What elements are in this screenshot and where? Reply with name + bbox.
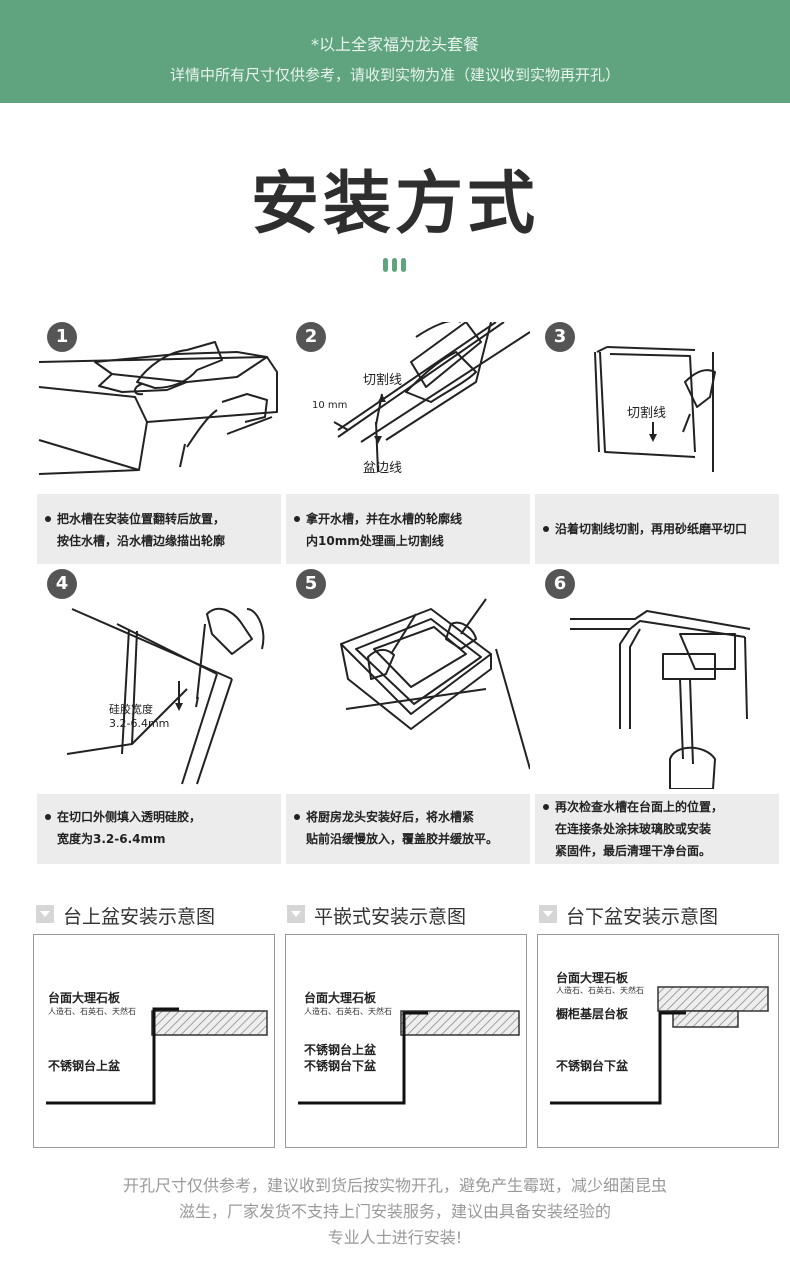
caption-line: 在连接条处涂抹玻璃胶或安装	[555, 822, 712, 836]
step-5: 5 将厨房龙头安装好后，将水槽紧 贴前沿缓慢放入，覆盖胶并缓放平。	[286, 569, 530, 864]
bullet-icon	[45, 814, 51, 820]
step-6-illustration	[570, 610, 751, 789]
footer-line-1: 开孔尺寸仅供参考，建议收到货后按实物开孔，避免产生霉斑，减少细菌昆虫	[122, 1176, 667, 1195]
cut-line-label: 切割线	[363, 372, 402, 388]
step-3-caption: 沿着切割线切割，再用砂纸磨平切口	[535, 494, 779, 564]
cut-line-label: 切割线	[627, 405, 666, 421]
caption-line: 按住水槽，沿水槽边缘描出轮廓	[57, 534, 226, 548]
dropdown-icon	[36, 905, 54, 923]
caption-line: 内10mm处理画上切割线	[306, 534, 444, 548]
diagram-2-drawing	[298, 1010, 520, 1105]
countertop-label: 台面大理石板	[556, 971, 629, 985]
diagram-1: 台面大理石板 人造石、石英石、天然石 不锈钢台上盆	[33, 934, 275, 1148]
step-1: 1 把水槽在安装位置翻转后放置， 按住水槽，沿水槽边缘描出轮廓	[37, 322, 281, 564]
step-3: 切割线 3 沿着切割线切割，再用砂纸磨平切口	[535, 322, 779, 564]
bullet-icon	[294, 516, 300, 522]
mm-label: 10 mm	[312, 400, 347, 411]
diagram-title: 台上盆安装示意图	[63, 906, 216, 928]
title-decoration	[383, 257, 410, 276]
edge-line-label: 盆边线	[363, 461, 402, 476]
step-number: 6	[545, 569, 575, 599]
sink-label-top: 不锈钢台上盆	[304, 1043, 377, 1057]
glue-width-label: 硅胶宽度	[109, 702, 153, 716]
step-4-illustration: 硅胶宽度 3.2-6.4mm	[66, 607, 265, 785]
caption-line: 将厨房龙头安装好后，将水槽紧	[306, 810, 475, 824]
caption-line: 在切口外侧填入透明硅胶，	[57, 810, 202, 824]
footer-line-3: 专业人士进行安装!	[327, 1228, 463, 1247]
step-4-caption: 在切口外侧填入透明硅胶， 宽度为3.2-6.4mm	[37, 794, 281, 864]
step-4: 硅胶宽度 3.2-6.4mm 4 在切口外侧填入透明硅胶， 宽度为3.2-6.4…	[37, 569, 281, 864]
caption-line: 再次检查水槽在台面上的位置，	[555, 800, 724, 814]
step-number: 5	[296, 569, 326, 599]
sink-label: 不锈钢台下盆	[556, 1059, 629, 1073]
dropdown-icon	[287, 905, 305, 923]
diagram-1-drawing	[46, 1007, 268, 1105]
diagram-title: 平嵌式安装示意图	[314, 906, 467, 928]
page-title: 安装方式	[250, 165, 539, 244]
sink-label-bottom: 不锈钢台下盆	[304, 1059, 377, 1073]
dropdown-icon	[539, 905, 557, 923]
step-6-caption: 再次检查水槽在台面上的位置， 在连接条处涂抹玻璃胶或安装 紧固件，最后清理干净台…	[535, 794, 779, 864]
caption-line: 紧固件，最后清理干净台面。	[555, 844, 712, 858]
material-label: 人造石、石英石、天然石	[48, 1007, 136, 1016]
step-1-caption: 把水槽在安装位置翻转后放置， 按住水槽，沿水槽边缘描出轮廓	[37, 494, 281, 564]
step-5-caption: 将厨房龙头安装好后，将水槽紧 贴前沿缓慢放入，覆盖胶并缓放平。	[286, 794, 530, 864]
countertop-label: 台面大理石板	[304, 991, 377, 1005]
banner-line-2: 详情中所有尺寸仅供参考，请收到实物为准（建议收到实物再开孔）	[169, 66, 620, 84]
sink-label: 不锈钢台上盆	[48, 1059, 121, 1073]
cabinet-board-label: 橱柜基层台板	[556, 1007, 629, 1021]
step-2: 切割线 10 mm 盆边线 2 拿开水槽，并在水槽的轮廓线 内10mm处理画上切…	[286, 322, 530, 564]
footer-note: 开孔尺寸仅供参考，建议收到货后按实物开孔，避免产生霉斑，减少细菌昆虫 滋生，厂家…	[0, 1173, 790, 1251]
bullet-icon	[45, 516, 51, 522]
caption-line: 宽度为3.2-6.4mm	[57, 832, 166, 846]
step-5-illustration	[340, 598, 530, 770]
glue-range-label: 3.2-6.4mm	[109, 717, 169, 730]
diagram-title: 台下盆安装示意图	[566, 906, 719, 928]
step-2-caption: 拿开水槽，并在水槽的轮廓线 内10mm处理画上切割线	[286, 494, 530, 564]
bullet-icon	[543, 526, 549, 532]
countertop-label: 台面大理石板	[48, 991, 121, 1005]
material-label: 人造石、石英石、天然石	[304, 1007, 392, 1016]
step-number: 3	[545, 322, 575, 352]
diagram-3: 台面大理石板 人造石、石英石、天然石 橱柜基层台板 不锈钢台下盆	[537, 934, 779, 1148]
step-number: 4	[47, 569, 77, 599]
caption-line: 贴前沿缓慢放入，覆盖胶并缓放平。	[306, 832, 499, 846]
material-label: 人造石、石英石、天然石	[556, 986, 644, 995]
footer-line-2: 滋生，厂家发货不支持上门安装服务，建议由具备安装经验的	[178, 1202, 611, 1221]
step-1-illustration	[38, 341, 278, 475]
step-3-illustration: 切割线	[594, 346, 716, 472]
step-6: 6 再次检查水槽在台面上的位置， 在连接条处涂抹玻璃胶或安装 紧固件，最后清理干…	[535, 569, 779, 864]
caption-line: 把水槽在安装位置翻转后放置，	[57, 512, 226, 526]
top-banner: *以上全家福为龙头套餐 详情中所有尺寸仅供参考，请收到实物为准（建议收到实物再开…	[0, 0, 790, 103]
diagram-2: 台面大理石板 人造石、石英石、天然石 不锈钢台上盆 不锈钢台下盆	[285, 934, 527, 1148]
caption-line: 拿开水槽，并在水槽的轮廓线	[306, 512, 463, 526]
caption-line: 沿着切割线切割，再用砂纸磨平切口	[555, 522, 748, 536]
banner-line-1: *以上全家福为龙头套餐	[310, 35, 479, 54]
step-number: 2	[296, 322, 326, 352]
step-2-illustration: 切割线 10 mm 盆边线	[312, 322, 530, 476]
diagram-3-drawing	[550, 986, 769, 1105]
bullet-icon	[294, 814, 300, 820]
step-number: 1	[47, 322, 77, 352]
bullet-icon	[543, 804, 549, 810]
